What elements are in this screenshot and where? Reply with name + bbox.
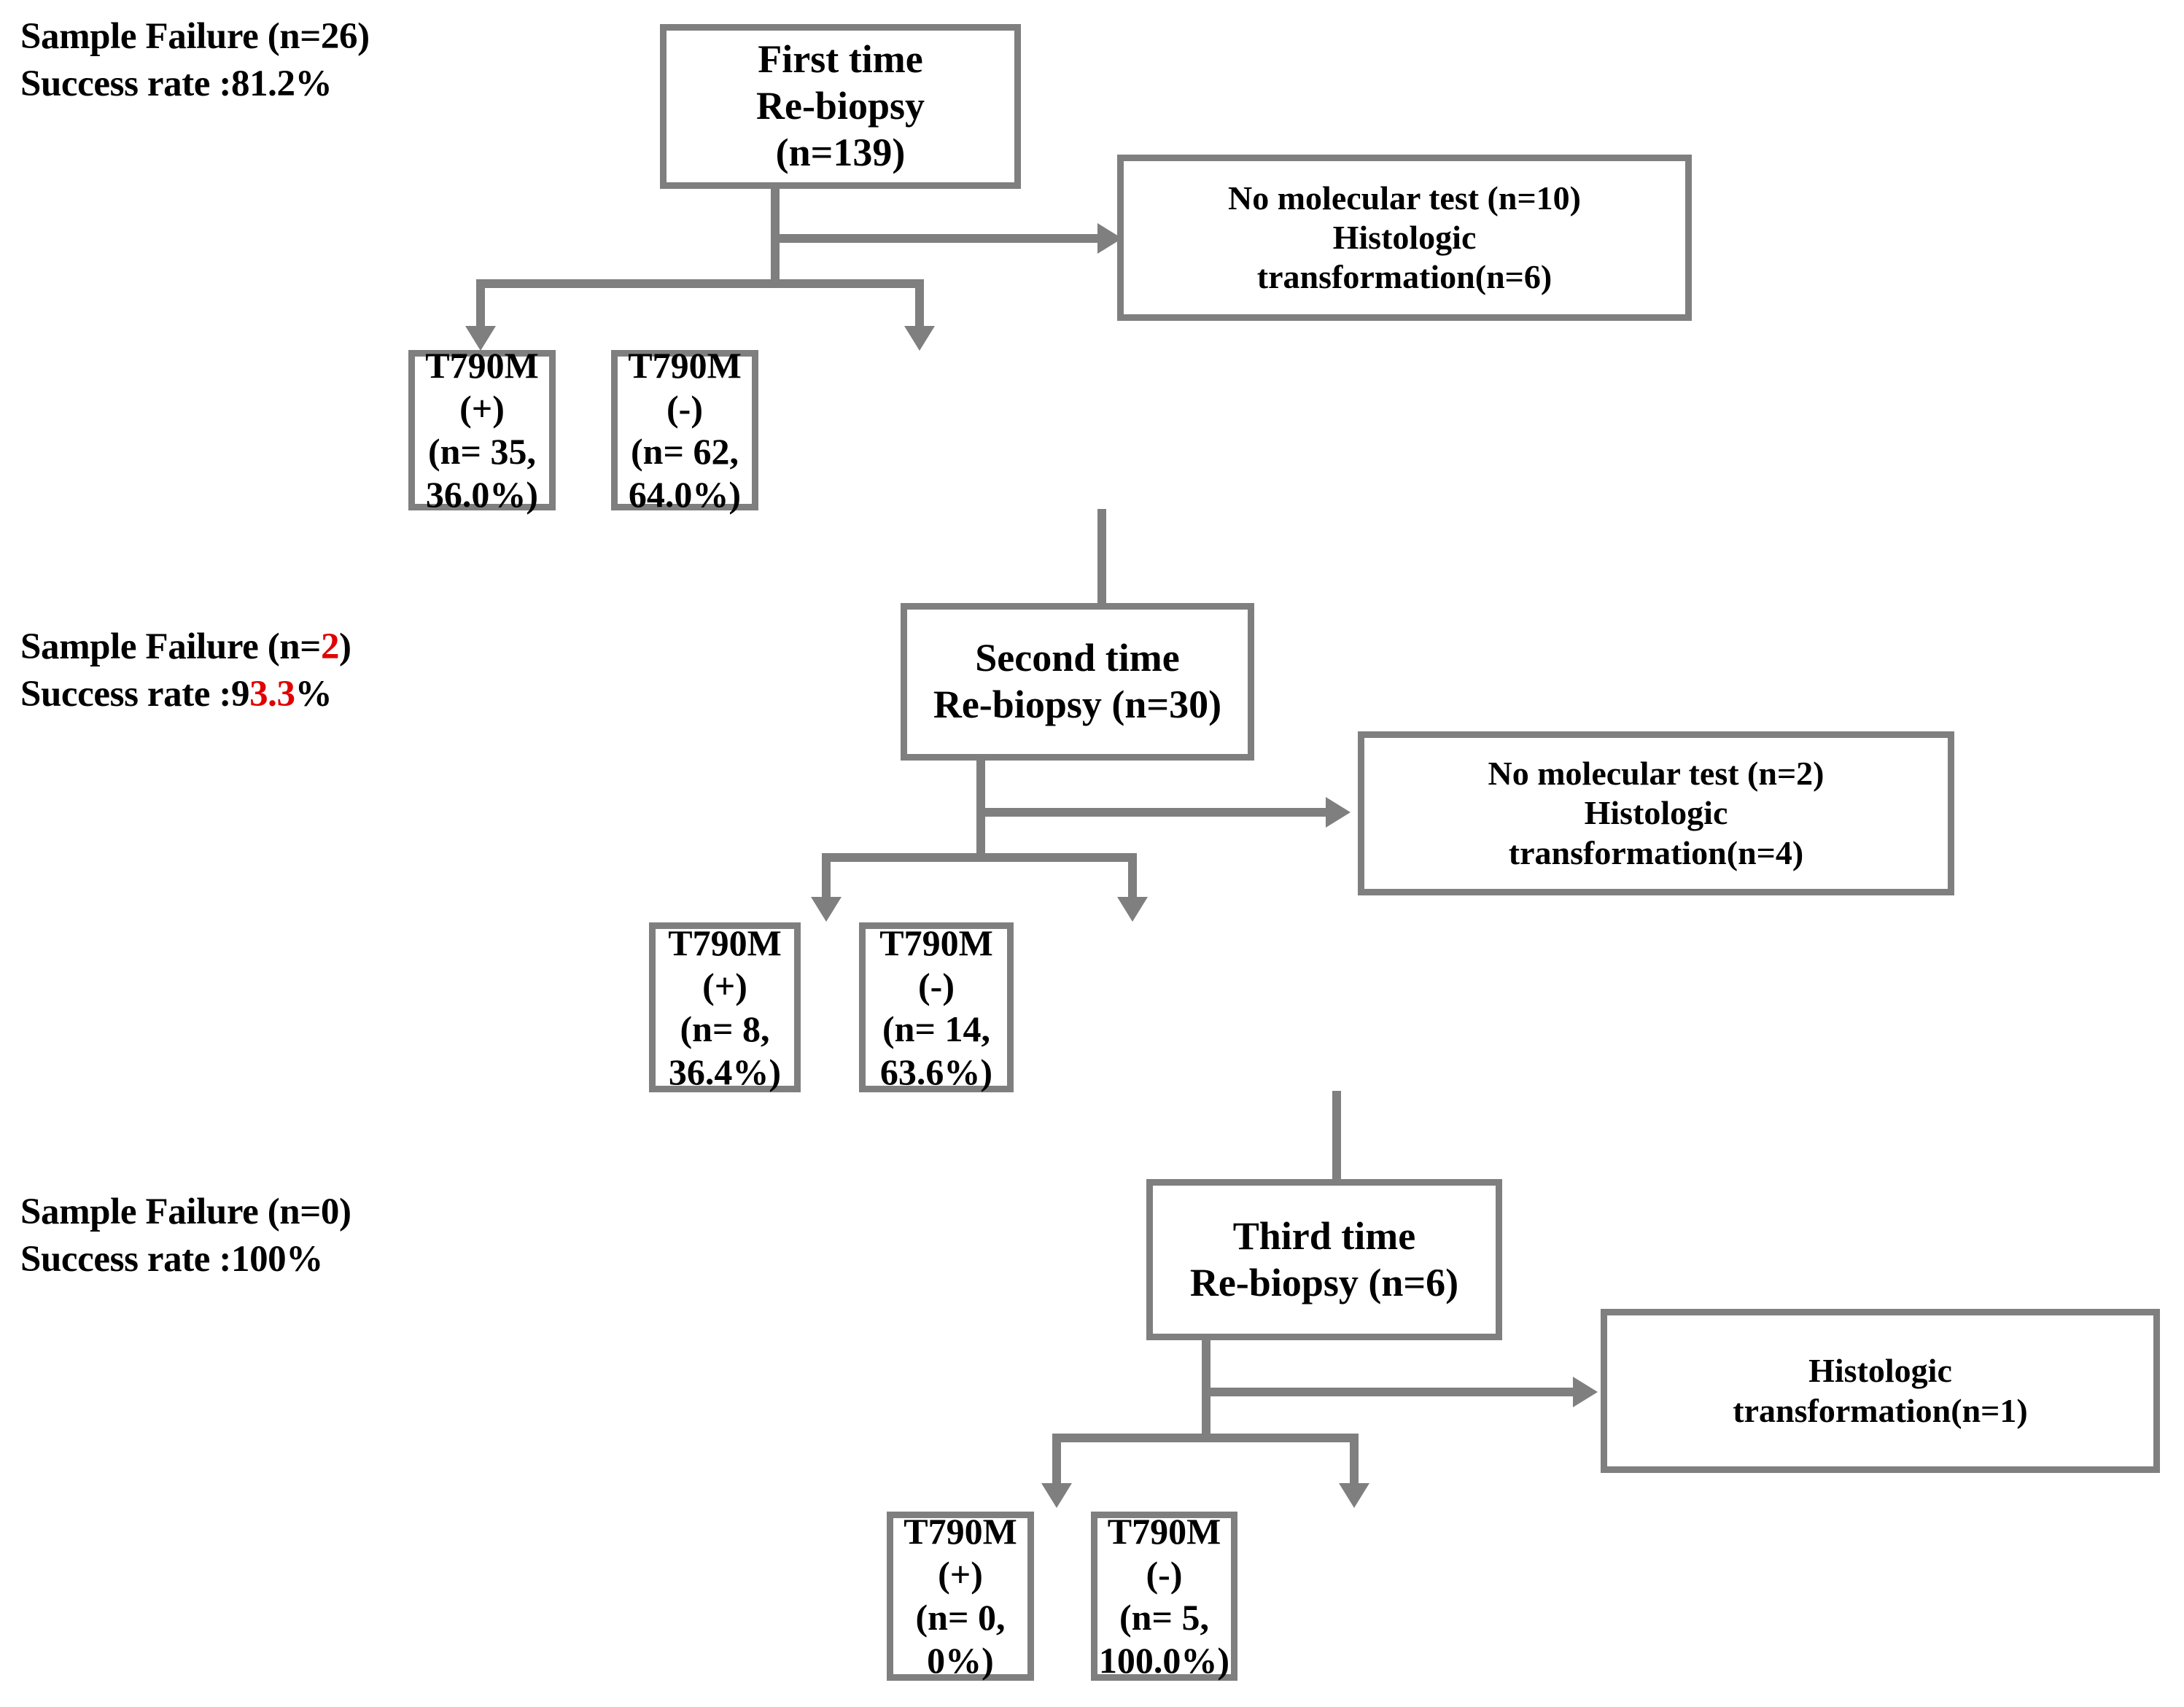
note-third-round: Sample Failure (n=0) Success rate :100% — [20, 1189, 351, 1284]
arrow-l3-neg — [1339, 1483, 1369, 1508]
box-first-t790m-positive[interactable]: T790M (+) (n= 35, 36.0%) — [408, 345, 556, 515]
connector-l3-to-excluded — [1202, 1388, 1578, 1396]
connector-l2-to-excluded — [976, 808, 1331, 817]
box-first-excluded[interactable]: No molecular test (n=10) Histologic tran… — [1117, 155, 1692, 321]
box-third-t790m-negative[interactable]: T790M (-) (n= 5, 100.0%) — [1091, 1511, 1237, 1681]
connector-l1-split-bar — [476, 279, 924, 288]
connector-neg2-to-third — [1332, 1091, 1341, 1182]
arrow-l1-pos — [465, 326, 496, 351]
connector-l2-left-arm — [822, 853, 831, 900]
arrow-l2-pos — [811, 897, 842, 922]
box-third-t790m-negative-label: T790M (-) (n= 5, 100.0%) — [1098, 1511, 1230, 1681]
box-first-t790m-negative[interactable]: T790M (-) (n= 62, 64.0%) — [611, 345, 758, 515]
note-second-line2: Success rate :93.3% — [20, 674, 333, 715]
connector-neg1-to-second — [1097, 509, 1106, 605]
box-second-t790m-negative-label: T790M (-) (n= 14, 63.6%) — [879, 922, 993, 1092]
arrow-l3-pos — [1041, 1483, 1072, 1508]
box-first-excluded-label: No molecular test (n=10) Histologic tran… — [1228, 179, 1581, 296]
note-first-round: Sample Failure (n=26) Success rate :81.2… — [20, 13, 370, 109]
connector-l1-left-arm — [476, 279, 485, 329]
note-first-line2: Success rate :81.2% — [20, 63, 333, 105]
box-third-excluded[interactable]: Histologic transformation(n=1) — [1601, 1309, 2160, 1473]
box-third-biopsy[interactable]: Third time Re-biopsy (n=6) — [1146, 1179, 1502, 1340]
box-second-biopsy[interactable]: Second time Re-biopsy (n=30) — [901, 603, 1254, 761]
box-third-t790m-positive[interactable]: T790M (+) (n= 0, 0%) — [887, 1511, 1034, 1681]
arrow-l2-to-excluded — [1326, 797, 1351, 828]
arrow-l3-to-excluded — [1573, 1377, 1598, 1407]
connector-l1-right-arm — [915, 279, 924, 329]
box-third-biopsy-label: Third time Re-biopsy (n=6) — [1189, 1213, 1459, 1304]
box-second-t790m-positive[interactable]: T790M (+) (n= 8, 36.4%) — [649, 922, 801, 1092]
box-second-t790m-positive-label: T790M (+) (n= 8, 36.4%) — [668, 922, 782, 1092]
note-second-line1: Sample Failure (n=2) — [20, 626, 351, 667]
box-second-excluded[interactable]: No molecular test (n=2) Histologic trans… — [1358, 731, 1954, 895]
note-second-round: Sample Failure (n=2) Success rate :93.3% — [20, 623, 351, 719]
connector-l3-right-arm — [1350, 1434, 1359, 1486]
box-second-biopsy-label: Second time Re-biopsy (n=30) — [933, 636, 1222, 726]
box-first-t790m-positive-label: T790M (+) (n= 35, 36.0%) — [425, 345, 539, 515]
box-second-excluded-label: No molecular test (n=2) Histologic trans… — [1488, 755, 1824, 871]
box-third-t790m-positive-label: T790M (+) (n= 0, 0%) — [903, 1511, 1017, 1681]
connector-l2-right-arm — [1128, 853, 1137, 900]
connector-l2-split-bar — [822, 853, 1137, 862]
arrow-l1-neg — [904, 326, 935, 351]
box-third-excluded-label: Histologic transformation(n=1) — [1733, 1352, 2028, 1429]
connector-l3-left-arm — [1052, 1434, 1061, 1486]
note-first-line1: Sample Failure (n=26) — [20, 16, 370, 57]
connector-l1-to-excluded — [771, 234, 1103, 243]
box-second-t790m-negative[interactable]: T790M (-) (n= 14, 63.6%) — [859, 922, 1014, 1092]
note-third-line2: Success rate :100% — [20, 1239, 323, 1280]
connector-l3-split-bar — [1052, 1434, 1359, 1442]
box-first-t790m-negative-label: T790M (-) (n= 62, 64.0%) — [628, 345, 742, 515]
arrow-l2-neg — [1117, 897, 1148, 922]
note-third-line1: Sample Failure (n=0) — [20, 1191, 351, 1232]
box-first-biopsy[interactable]: First time Re-biopsy (n=139) — [660, 24, 1021, 189]
box-first-biopsy-label: First time Re-biopsy (n=139) — [755, 37, 925, 174]
